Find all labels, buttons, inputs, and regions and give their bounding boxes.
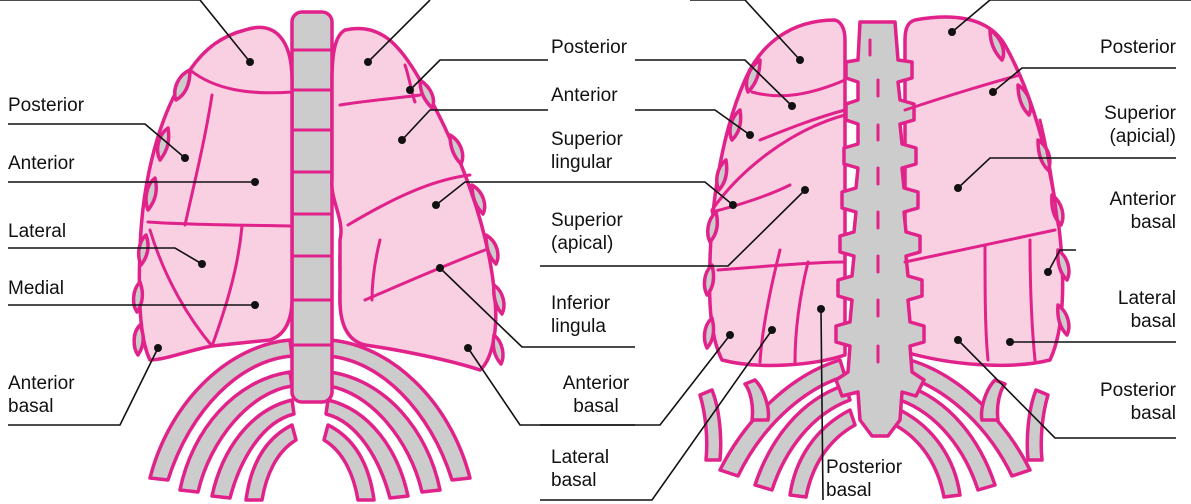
anterior-view (0, 0, 635, 500)
label-middle-anterior-basal: Anterior basal (551, 372, 641, 418)
label-anterior-medial: Medial (8, 277, 64, 300)
posterior-view (540, 0, 1191, 500)
label-middle-superior-apical: Superior (apical) (551, 209, 623, 255)
posterior-right-lung (905, 17, 1063, 365)
label-middle-posterior: Posterior (551, 36, 627, 59)
label-posterior-lateral-basal: Lateral basal (1118, 287, 1176, 333)
label-anterior-anterior-basal: Anterior basal (8, 372, 75, 418)
label-posterior-posterior-basal: Posterior basal (1100, 379, 1176, 425)
label-posterior-superior-apicial: Superior (apicial) (1104, 102, 1176, 148)
posterior-left-lung (710, 20, 846, 365)
label-middle-lateral-basal: Lateral basal (551, 446, 609, 492)
label-middle-anterior: Anterior (551, 84, 618, 107)
anterior-spine (292, 12, 332, 402)
label-middle-posterior-basal: Posterior basal (826, 456, 902, 502)
anterior-left-lung (332, 28, 496, 370)
label-anterior-anterior: Anterior (8, 152, 75, 175)
label-middle-inferior-lingula: Inferior lingula (551, 292, 610, 338)
anterior-right-lung (139, 27, 292, 360)
label-anterior-lateral: Lateral (8, 220, 66, 243)
label-anterior-posterior: Posterior (8, 94, 84, 117)
label-posterior-posterior: Posterior (1100, 36, 1176, 59)
label-middle-superior-lingular: Superior lingular (551, 128, 623, 174)
label-posterior-anterior-basal: Anterior basal (1109, 188, 1176, 234)
